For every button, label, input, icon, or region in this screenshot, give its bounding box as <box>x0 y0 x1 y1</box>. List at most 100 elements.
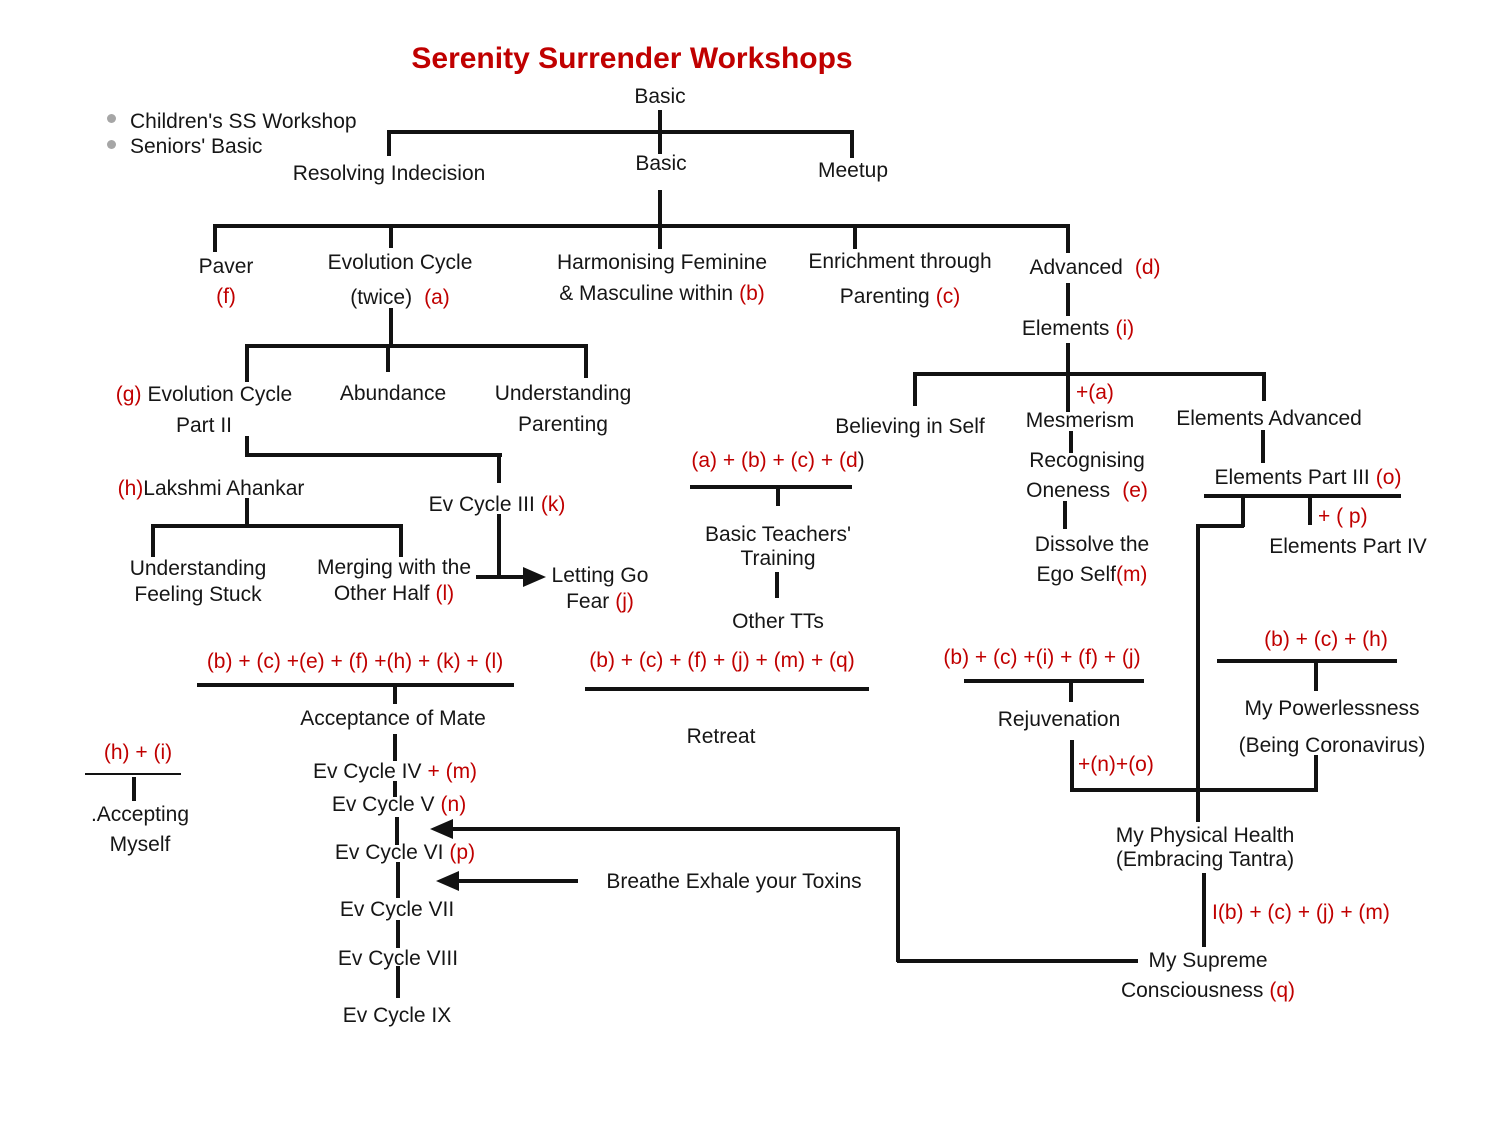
formula-abcd: (a) + (b) + (c) + (d) <box>691 449 865 472</box>
node-ev-cycle-5: Ev Cycle V(n) <box>331 793 467 816</box>
connector <box>1262 372 1266 401</box>
node-evolution-part2: (g)Evolution Cycle Part II <box>115 383 293 437</box>
connector <box>151 524 403 528</box>
connector <box>1314 659 1318 691</box>
node-accepting-myself: .Accepting Myself <box>90 803 190 856</box>
node-ev-cycle-7: Ev Cycle VII <box>339 898 455 921</box>
connector <box>776 485 780 506</box>
bullet-icon <box>107 140 116 149</box>
arrowhead-left-icon <box>430 819 453 839</box>
connector <box>1196 524 1244 528</box>
connector <box>213 224 217 252</box>
connector <box>1070 788 1318 792</box>
connector <box>914 372 1265 376</box>
formula-bcefhkl: (b) + (c) +(e) + (f) +(h) + (k) + (l) <box>206 650 504 673</box>
node-lakshmi-ahankar: (h)Lakshmi Ahankar <box>117 477 305 500</box>
connector <box>1069 431 1073 453</box>
connector <box>85 773 181 775</box>
node-retreat: Retreat <box>686 725 756 748</box>
connector <box>389 224 393 248</box>
connector <box>1241 494 1245 527</box>
node-basic-mid: Basic <box>635 152 687 175</box>
node-plus-n-o: +(n)+(o) <box>1078 753 1154 776</box>
connector <box>1070 740 1074 790</box>
node-letting-go-fear: Letting Go Fear(j) <box>551 564 649 613</box>
node-plus-p: + ( p) <box>1318 505 1368 528</box>
connector <box>775 572 779 598</box>
node-abundance: Abundance <box>339 382 447 405</box>
node-meetup: Meetup <box>817 159 889 182</box>
node-dissolve-ego: Dissolve the Ego Self(m) <box>1034 533 1150 586</box>
connector <box>389 130 853 134</box>
node-my-powerlessness: My Powerlessness (Being Coronavirus) <box>1238 697 1426 757</box>
connector <box>389 308 393 347</box>
connector <box>197 683 514 687</box>
node-recognising-oneness: Recognising Oneness(e) <box>1026 449 1148 502</box>
connector <box>658 224 662 249</box>
arrowhead-left-icon <box>436 871 459 891</box>
node-mesmerism: Mesmerism <box>1025 409 1135 432</box>
bullet-item: Seniors' Basic <box>130 135 263 158</box>
connector <box>850 130 854 158</box>
node-basic-top: Basic <box>634 85 686 108</box>
connector <box>396 862 400 898</box>
connector <box>1202 873 1206 947</box>
connector <box>151 524 155 557</box>
connector <box>245 436 249 456</box>
formula-ibcjm: I(b) + (c) + (j) + (m) <box>1212 901 1390 924</box>
node-my-supreme-consciousness: My Supreme Consciousness(q) <box>1120 949 1296 1002</box>
arrowhead-right-icon <box>523 567 546 587</box>
node-elements: Elements(i) <box>1021 317 1135 340</box>
connector <box>897 959 1138 963</box>
node-advanced: Advanced(d) <box>1029 256 1161 279</box>
node-evolution-cycle: Evolution Cycle (twice)(a) <box>327 251 473 309</box>
bullet-item: Children's SS Workshop <box>130 110 357 133</box>
connector <box>853 224 857 249</box>
node-elements-advanced: Elements Advanced <box>1176 407 1362 430</box>
node-ev-cycle-6: Ev Cycle VI(p) <box>334 841 476 864</box>
node-understanding-parenting: Understanding Parenting <box>494 382 632 436</box>
node-believing-in-self: Believing in Self <box>835 415 985 438</box>
connector <box>393 781 397 797</box>
connector <box>690 485 852 489</box>
connector <box>1196 524 1200 822</box>
connector <box>1069 679 1073 702</box>
connector <box>214 224 1070 228</box>
node-enrichment: Enrichment through Parenting(c) <box>808 250 992 308</box>
node-merging-other-half: Merging with the Other Half(l) <box>316 556 472 605</box>
connector <box>245 344 249 382</box>
node-rejuvenation: Rejuvenation <box>997 708 1121 731</box>
connector <box>1066 283 1070 316</box>
connector <box>246 344 587 348</box>
node-ev-cycle-4: Ev Cycle IV+ (m) <box>312 760 478 783</box>
node-elements-part3: Elements Part III(o) <box>1214 466 1402 489</box>
connector <box>1217 659 1397 663</box>
formula-bcfjmq: (b) + (c) + (f) + (j) + (m) + (q) <box>589 649 855 672</box>
connector <box>476 575 524 579</box>
connector <box>497 514 501 579</box>
node-ev-cycle-9: Ev Cycle IX <box>342 1004 452 1027</box>
connector <box>1204 494 1401 498</box>
node-elements-part4: Elements Part IV <box>1269 535 1427 558</box>
connector <box>658 190 662 227</box>
connector <box>497 453 501 483</box>
connector <box>1066 343 1070 375</box>
connector <box>1066 372 1070 412</box>
node-plus-a: +(a) <box>1076 381 1114 404</box>
node-basic-teachers-training: Basic Teachers' Training <box>704 523 852 570</box>
node-paver: Paver (f) <box>198 255 254 308</box>
formula-hi: (h) + (i) <box>103 741 173 764</box>
node-acceptance-of-mate: Acceptance of Mate <box>300 707 486 730</box>
connector <box>913 372 917 406</box>
connector <box>584 344 588 378</box>
connector <box>393 734 397 761</box>
connector <box>1066 224 1070 253</box>
connector <box>387 130 391 156</box>
connector <box>386 344 390 372</box>
node-ev-cycle-3: Ev Cycle III(k) <box>428 493 566 516</box>
connector <box>458 879 578 883</box>
node-other-tts: Other TTs <box>732 610 824 633</box>
connector <box>245 498 249 527</box>
connector <box>132 777 136 801</box>
